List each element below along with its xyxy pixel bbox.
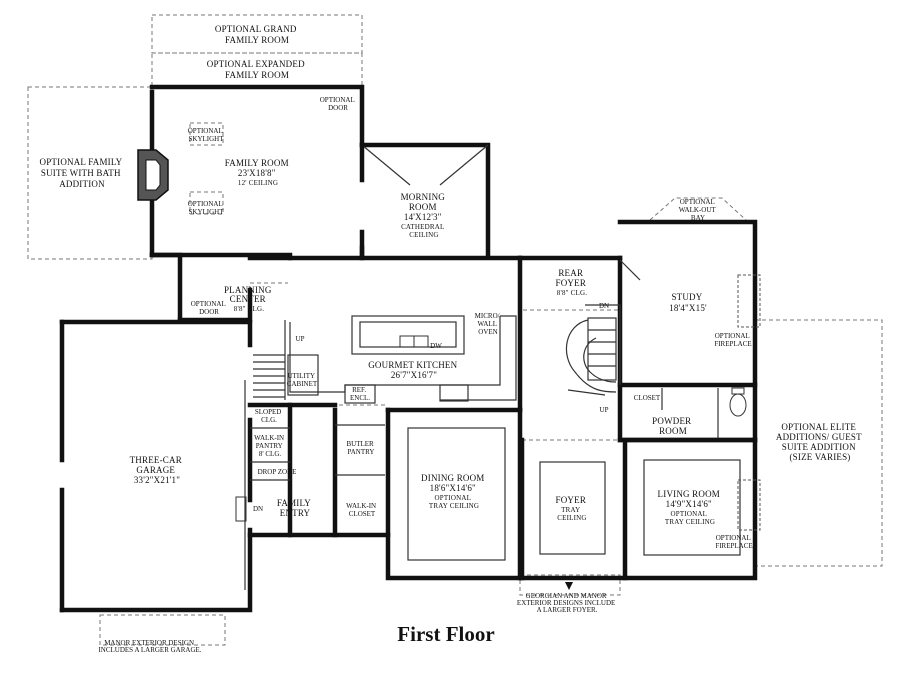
label-walkin-pantry: WALK-IN PANTRY 8' CLG. [254, 434, 286, 458]
label-gourmet-kitchen: GOURMET KITCHEN 26'7"X16'7" [368, 360, 460, 380]
label-dw: DW [430, 342, 442, 350]
label-opt-elite-additions: OPTIONAL ELITE ADDITIONS/ GUEST SUITE AD… [776, 422, 864, 462]
walls [59, 84, 761, 613]
label-three-car-garage: THREE-CAR GARAGE 33'2"X21'1" [130, 455, 185, 485]
label-planning-center: PLANNING CENTER 8'8" CLG. [224, 285, 274, 313]
label-study: STUDY 18'4"X15' [669, 292, 707, 313]
label-opt-family-suite: OPTIONAL FAMILY SUITE WITH BATH ADDITION [40, 157, 125, 189]
label-drop-zone: DROP ZONE [258, 468, 297, 476]
label-dn-garage: DN [253, 505, 263, 513]
label-powder-room: POWDER ROOM [652, 416, 694, 436]
label-utility-cabinet: UTILITY CABINET [287, 372, 318, 388]
label-living-room: LIVING ROOM 14'9"X14'6" OPTIONAL TRAY CE… [658, 489, 723, 526]
room-labels: OPTIONAL GRAND FAMILY ROOM OPTIONAL EXPA… [40, 24, 864, 654]
label-opt-fireplace-study: OPTIONAL FIREPLACE [714, 332, 751, 348]
label-family-room: FAMILY ROOM 23'X18'8" 12' CEILING [225, 158, 292, 187]
label-closet: CLOSET [634, 394, 661, 402]
label-opt-door-top: OPTIONAL DOOR [320, 96, 357, 112]
label-sloped-clg: SLOPED CLG. [255, 408, 283, 424]
page-title: First Floor [397, 622, 494, 646]
label-opt-grand-family: OPTIONAL GRAND FAMILY ROOM [215, 24, 299, 45]
label-morning-room: MORNING ROOM 14'X12'3" CATHEDRAL CEILING [401, 192, 448, 239]
label-opt-expanded-family: OPTIONAL EXPANDED FAMILY ROOM [207, 59, 307, 80]
garage-steps [235, 496, 247, 522]
label-dn-stairs: DN [599, 302, 609, 310]
label-opt-walkout-bay: OPTIONAL WALK-OUT BAY [679, 198, 718, 222]
label-rear-foyer: REAR FOYER 8'8" CLG. [556, 268, 589, 297]
label-opt-skylight-1: OPTIONAL SKYLIGHT [188, 127, 225, 143]
label-family-entry: FAMILY ENTRY [277, 498, 313, 518]
label-up-stairs: UP [600, 406, 609, 414]
label-ref-encl: REF. ENCL. [350, 386, 370, 402]
label-micro-wall-oven: MICRO/ WALL OVEN [475, 312, 502, 336]
label-butler-pantry: BUTLER PANTRY [347, 440, 376, 456]
label-georgian-note: GEORGIAN AND MANOR EXTERIOR DESIGNS INCL… [517, 592, 617, 614]
label-foyer: FOYER TRAY CEILING [556, 495, 589, 522]
label-dining-room: DINING ROOM 18'6"X14'6" OPTIONAL TRAY CE… [421, 473, 487, 510]
label-opt-door-planning: OPTIONAL DOOR [191, 300, 228, 316]
label-up-utility: UP [296, 335, 305, 343]
label-manor-note: MANOR EXTERIOR DESIGN INCLUDES A LARGER … [98, 639, 201, 654]
label-opt-skylight-2: OPTIONAL SKYLIGHT [188, 200, 225, 216]
label-opt-fireplace-living: OPTIONAL FIREPLACE [715, 534, 752, 550]
label-walkin-closet: WALK-IN CLOSET [346, 502, 378, 518]
